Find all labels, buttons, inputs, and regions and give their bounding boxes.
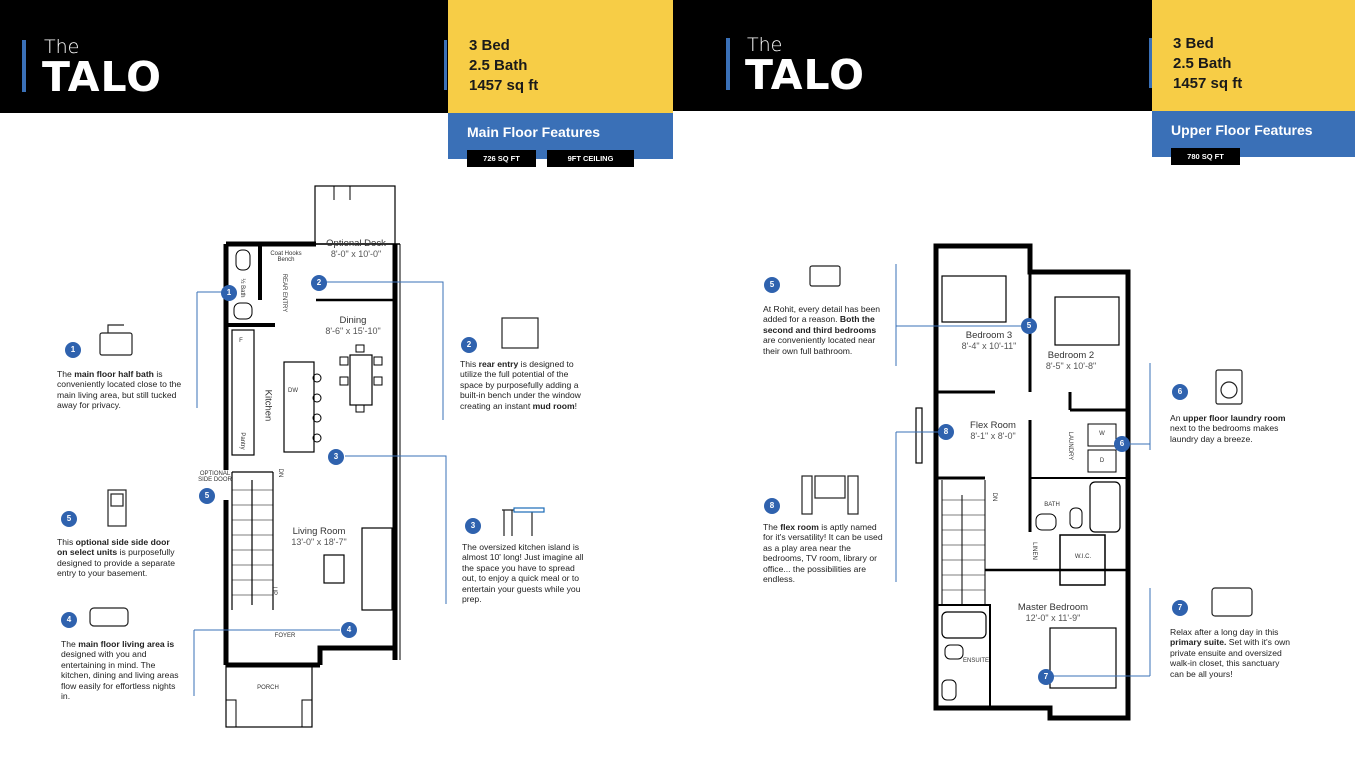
label-dryer: D: [1099, 458, 1105, 464]
stats-bar-right: [1149, 38, 1152, 88]
main-floor-plan: [89, 185, 545, 728]
label-porch: PORCH: [257, 685, 279, 691]
stat-baths-right: 2.5 Bath: [1173, 55, 1232, 72]
marker-3: 3: [328, 449, 344, 465]
stats-panel-right: [1152, 0, 1355, 111]
callout-7u-badge: 7: [1172, 600, 1188, 616]
marker-8-upper: 8: [938, 424, 954, 440]
brand-the-right: The: [747, 34, 783, 56]
callout-1-text: The main floor half bath is conveniently…: [57, 369, 182, 411]
stat-beds-right: 3 Bed: [1173, 35, 1214, 52]
callout-6u-badge: 6: [1172, 384, 1188, 400]
label-bath-upper: BATH: [1044, 502, 1060, 508]
tag-main-sqft: 726 SQ FT: [467, 150, 536, 167]
brand-the-left: The: [44, 36, 80, 58]
callout-5-badge: 5: [61, 511, 77, 527]
callout-2-badge: 2: [461, 337, 477, 353]
callout-6u-text: An upper floor laundry room next to the …: [1170, 413, 1286, 444]
stat-baths-left: 2.5 Bath: [469, 57, 528, 74]
marker-5: 5: [199, 488, 215, 504]
callout-5u-text: At Rohit, every detail has been added fo…: [763, 304, 881, 356]
callout-2-text: This rear entry is designed to utilize t…: [460, 359, 581, 411]
label-dishwasher: DW: [288, 388, 298, 394]
accent-bar-left: [22, 40, 26, 92]
header-left: [0, 0, 448, 113]
label-fridge: F: [239, 338, 243, 344]
accent-bar-right: [726, 38, 730, 90]
brand-name-right: TALO: [745, 51, 866, 99]
callout-3-badge: 3: [465, 518, 481, 534]
tag-upper-sqft: 780 SQ FT: [1171, 148, 1240, 165]
callout-5-text: This optional side side door on select u…: [57, 537, 176, 579]
label-foyer: FOYER: [274, 633, 296, 639]
callout-1-badge: 1: [65, 342, 81, 358]
marker-4: 4: [341, 622, 357, 638]
stat-sqft-right: 1457 sq ft: [1173, 75, 1243, 92]
label-washer: W: [1099, 431, 1105, 437]
marker-6-upper: 6: [1114, 436, 1130, 452]
stat-beds-left: 3 Bed: [469, 37, 510, 54]
callout-3-text: The oversized kitchen island is almost 1…: [462, 542, 584, 605]
callout-7u-text: Relax after a long day in this primary s…: [1170, 627, 1291, 679]
marker-2: 2: [311, 275, 327, 291]
callout-8u-text: The flex room is aptly named for it's ve…: [763, 522, 883, 585]
brand-name-left: TALO: [42, 53, 163, 101]
label-ensuite: ENSUITE: [962, 658, 989, 664]
callout-8u-badge: 8: [764, 498, 780, 514]
marker-1: 1: [221, 285, 237, 301]
stats-bar-left: [444, 40, 447, 90]
label-wic: W.I.C.: [1074, 554, 1092, 560]
callout-4-text: The main floor living area is designed w…: [61, 639, 179, 702]
callout-4-badge: 4: [61, 612, 77, 628]
callout-5u-badge: 5: [764, 277, 780, 293]
upper-floor-title: Upper Floor Features: [1171, 122, 1313, 138]
header-right: [673, 0, 1152, 111]
label-dn-upper: DN: [991, 492, 997, 502]
tag-main-ceiling: 9FT CEILING: [547, 150, 634, 167]
marker-5-upper: 5: [1021, 318, 1037, 334]
stat-sqft-left: 1457 sq ft: [469, 77, 539, 94]
main-floor-title: Main Floor Features: [467, 124, 601, 140]
stats-panel-left: [448, 0, 673, 113]
label-laundry: LAUNDRY: [1067, 431, 1073, 461]
marker-7-upper: 7: [1038, 669, 1054, 685]
label-linen: LINEN: [1031, 542, 1037, 560]
